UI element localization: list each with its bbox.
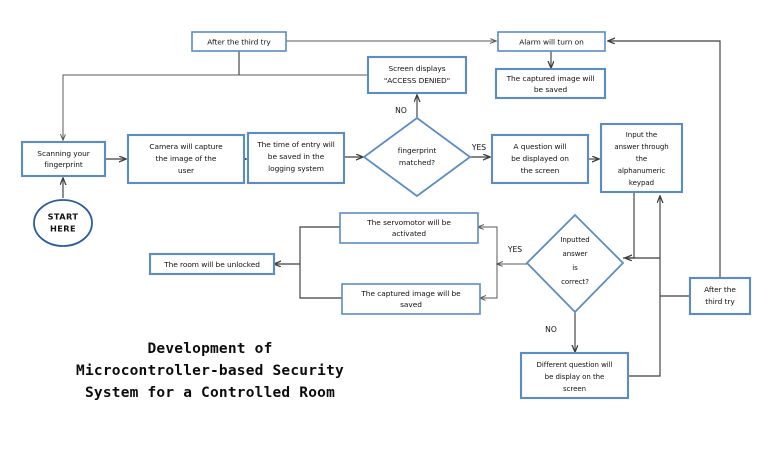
edge-input-to-answer-correct [625,192,635,258]
node-captured-image-bottom-line2: saved [400,300,422,309]
node-start-line1: START [48,212,79,222]
node-fingerprint-matched[interactable]: fingerprint matched? [362,116,472,198]
node-time-entry-line1: The time of entry will [256,140,335,149]
node-answer-correct-line4: correct? [561,278,589,286]
node-input-answer-line4: alphanumeric [618,167,666,175]
node-question-line1: A question will [513,142,566,151]
edge-captured-image-merge [299,264,342,299]
node-input-answer-line1: Input the [626,131,657,139]
node-servomotor[interactable]: The servomotor will be activated [339,212,479,244]
node-input-answer[interactable]: Input the answer through the alphanumeri… [599,122,684,194]
edge-servomotor-merge [299,226,340,264]
title-line-2: Microcontroller-based Security [76,363,344,379]
node-servomotor-line2: activated [392,229,426,238]
node-answer-correct-line2: answer [563,250,588,258]
node-captured-image-bottom[interactable]: The captured image will be saved [341,283,481,315]
edge-different-question-to-input [628,196,660,377]
node-answer-correct[interactable]: Inputted answer is correct? [525,213,625,314]
node-time-entry[interactable]: The time of entry will be saved in the l… [246,131,346,185]
node-question-line3: the screen [521,166,560,175]
title-line-3: System for a Controlled Room [84,385,336,401]
node-answer-correct-line1: Inputted [560,236,589,244]
node-scanning-line2: fingerprint [44,160,83,169]
chart-title: Development of Microcontroller-based Sec… [0,338,420,404]
node-captured-image-top-line1: The captured image will [506,74,595,83]
node-room-unlocked[interactable]: The room will be unlocked [148,252,276,276]
node-input-answer-line5: keypad [629,179,654,187]
node-alarm-label: Alarm will turn on [519,38,584,47]
node-question[interactable]: A question will be displayed on the scre… [490,133,590,185]
node-question-line2: be displayed on [511,154,569,163]
edge-label-answer-no: NO [545,325,557,334]
node-captured-image-top-line2: be saved [534,85,568,94]
node-scanning-line1: Scanning your [37,149,90,158]
node-after-third-try-top-label: After the third try [207,38,271,47]
node-start-line2: HERE [50,224,76,234]
node-after-third-try-bottom-line1: After the [704,285,736,294]
edge-answer-yes-to-captured-image [480,264,498,298]
node-camera-line2: the image of the [156,154,217,163]
title-line-1: Development of [147,341,273,357]
node-input-answer-line2: answer through [614,143,668,151]
node-input-answer-line3: the [636,155,647,163]
node-camera-line1: Camera will capture [149,142,223,151]
node-servomotor-line1: The servomotor will be [366,218,451,227]
node-room-unlocked-label: The room will be unlocked [163,260,260,269]
node-different-question-line3: screen [563,385,586,393]
node-scanning[interactable]: Scanning your fingerprint [20,140,107,178]
edge-label-fingerprint-no: NO [395,106,407,115]
node-after-third-try-bottom-line2: third try [705,297,735,306]
node-different-question-line1: Different question will [537,361,613,369]
node-access-denied-line1: Screen displays [388,64,445,73]
node-start[interactable]: START HERE [33,199,93,247]
node-time-entry-line3: logging system [268,164,324,173]
node-camera[interactable]: Camera will capture the image of the use… [126,133,246,185]
node-access-denied-line2: "ACCESS DENIED" [384,76,450,85]
node-answer-correct-line3: is [572,264,578,272]
edge-bottom-third-try-to-alarm [608,41,721,278]
edge-answer-yes-to-servomotor [478,227,498,264]
node-captured-image-bottom-line1: The captured image will be [360,289,461,298]
edge-label-answer-yes: YES [507,245,522,254]
node-fingerprint-matched-line1: fingerprint [398,146,437,155]
node-time-entry-line2: be saved in the [268,152,325,161]
edge-label-fingerprint-yes: YES [471,143,486,152]
node-fingerprint-matched-line2: matched? [399,158,435,167]
node-different-question[interactable]: Different question will be display on th… [519,351,630,400]
node-camera-line3: user [178,166,195,175]
node-alarm[interactable]: Alarm will turn on [497,31,606,52]
node-captured-image-top[interactable]: The captured image will be saved [494,67,607,100]
node-access-denied[interactable]: Screen displays "ACCESS DENIED" [366,55,468,95]
node-after-third-try-top[interactable]: After the third try [191,31,287,52]
node-different-question-line2: be display on the [545,373,605,381]
node-after-third-try-bottom[interactable]: After the third try [688,276,752,316]
edge-access-denied-to-scanning [63,74,368,140]
